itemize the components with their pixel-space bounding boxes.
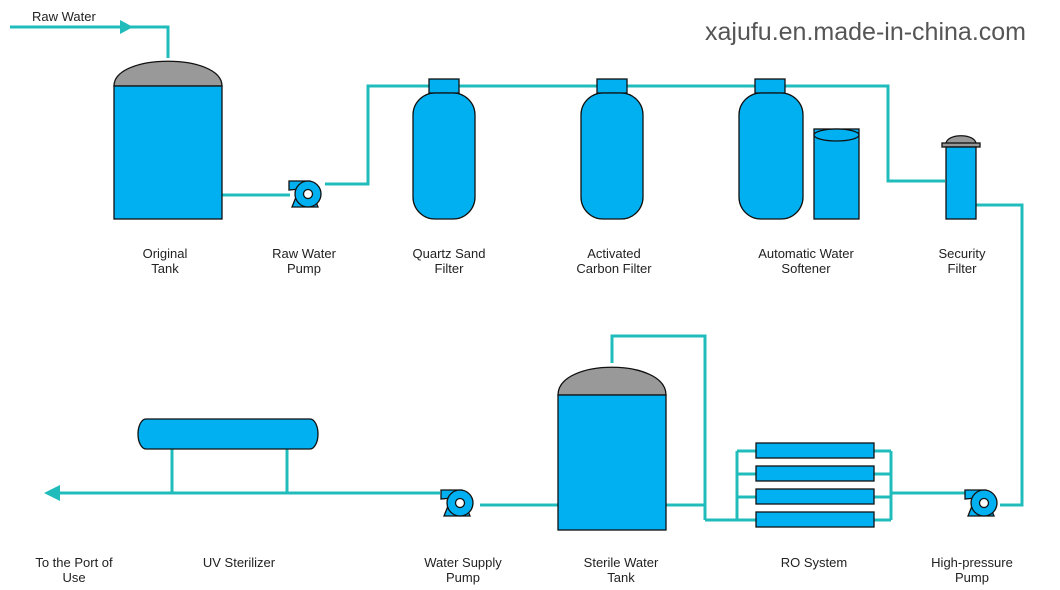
quartz-sand-filter-label-line2: Filter <box>435 261 465 276</box>
raw-water-pump-label-line1: Raw Water <box>272 246 336 261</box>
automatic-water-softener <box>738 78 860 220</box>
ro-system <box>705 442 891 528</box>
watermark: xajufu.en.made-in-china.com <box>705 18 1026 46</box>
automatic-water-softener-label-line1: Automatic Water <box>758 246 854 261</box>
port-of-use-label-line2: Use <box>62 570 85 585</box>
quartz-sand-filter <box>412 78 476 220</box>
high-pressure-pump-label-line1: High-pressure <box>931 555 1013 570</box>
pipes <box>10 20 1024 520</box>
original-tank-label-line2: Tank <box>151 261 179 276</box>
raw-water-pump <box>288 180 322 208</box>
automatic-water-softener-label-line2: Softener <box>781 261 831 276</box>
ro-system-label: RO System <box>781 555 847 570</box>
sterile-water-tank <box>557 366 667 531</box>
original-tank <box>113 60 223 220</box>
water-supply-pump <box>440 489 474 517</box>
water-supply-pump-label-line1: Water Supply <box>424 555 502 570</box>
security-filter-label-line2: Filter <box>948 261 978 276</box>
high-pressure-pump <box>964 489 998 517</box>
sterile-water-tank-label-line1: Sterile Water <box>584 555 659 570</box>
sterile-water-tank-label-line2: Tank <box>607 570 635 585</box>
activated-carbon-filter-label-line2: Carbon Filter <box>576 261 652 276</box>
high-pressure-pump-label-line2: Pump <box>955 570 989 585</box>
uv-sterilizer <box>137 418 319 450</box>
original-tank-label-line1: Original <box>143 246 188 261</box>
uv-sterilizer-label: UV Sterilizer <box>203 555 276 570</box>
activated-carbon-filter-label-line1: Activated <box>587 246 640 261</box>
quartz-sand-filter-label-line1: Quartz Sand <box>413 246 486 261</box>
port-of-use-label-line1: To the Port of <box>35 555 113 570</box>
security-filter <box>941 135 981 220</box>
activated-carbon-filter <box>580 78 644 220</box>
raw-water-inlet-label: Raw Water <box>32 9 96 24</box>
security-filter-label-line1: Security <box>939 246 986 261</box>
water-supply-pump-label-line2: Pump <box>446 570 480 585</box>
raw-water-pump-label-line2: Pump <box>287 261 321 276</box>
